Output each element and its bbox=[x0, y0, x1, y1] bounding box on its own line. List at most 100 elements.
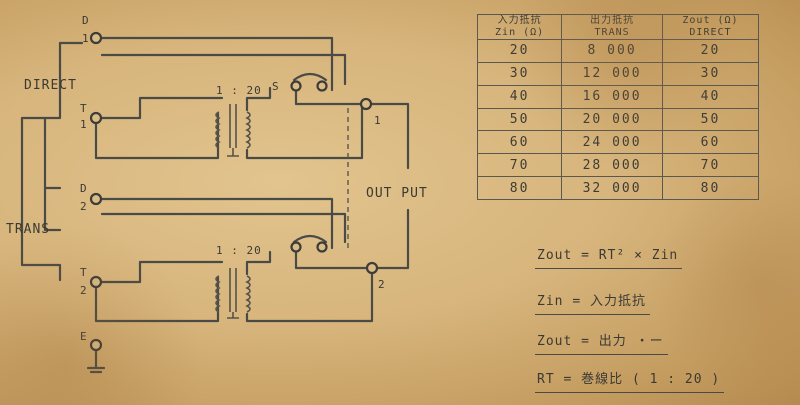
cell-trans: 24 000 bbox=[561, 130, 663, 155]
ch1-core-ground bbox=[227, 148, 239, 157]
cell-direct: 40 bbox=[661, 84, 760, 109]
ch2-d-num: 2 bbox=[80, 200, 88, 213]
ch1-direct-return bbox=[100, 53, 347, 86]
direct-label: DIRECT bbox=[24, 78, 77, 93]
ch1-primary-upper bbox=[94, 96, 224, 120]
formula-3-text: = 出力 ・ー bbox=[581, 334, 664, 349]
formula-2-symbol: Zin bbox=[537, 294, 564, 309]
cell-direct: 50 bbox=[661, 107, 760, 132]
ch2-direct-return bbox=[100, 212, 347, 244]
ch1-out-num: 1 bbox=[374, 114, 382, 127]
ch1-switch-contact-b bbox=[316, 80, 328, 92]
cell-trans: 12 000 bbox=[561, 61, 663, 86]
ch1-d-num: 1 bbox=[82, 32, 90, 45]
ch2-switch-lead bbox=[294, 248, 368, 270]
cell-zin: 70 bbox=[476, 153, 563, 178]
header-input-impedance-unit: Zin (Ω) bbox=[495, 27, 545, 38]
cell-trans: 28 000 bbox=[561, 153, 663, 178]
cell-zin: 20 bbox=[476, 39, 563, 63]
ch1-primary-coil bbox=[215, 111, 221, 149]
cell-direct: 20 bbox=[661, 39, 760, 63]
header-input-impedance-jp: 入力抵抗 bbox=[497, 15, 542, 26]
ch1-primary-lower bbox=[94, 112, 220, 160]
formula-1-symbol: Zout bbox=[537, 248, 573, 263]
formula-2-text: = 入力抵抗 bbox=[572, 294, 646, 309]
formula-2-underline bbox=[535, 314, 650, 315]
table-header-row: 入力抵抗 Zin (Ω) 出力抵抗 TRANS Zout (Ω) DIRECT bbox=[476, 14, 760, 40]
impedance-table: 入力抵抗 Zin (Ω) 出力抵抗 TRANS Zout (Ω) DIRECT … bbox=[476, 14, 760, 200]
ch1-direct-line bbox=[94, 36, 334, 92]
out1-line bbox=[366, 102, 410, 170]
header-output-trans-label: TRANS bbox=[594, 27, 630, 38]
cell-zin: 80 bbox=[476, 176, 563, 200]
trans-bus-lower bbox=[43, 186, 62, 232]
formula-4-symbol: RT bbox=[537, 372, 555, 387]
ch2-switch-contact-a bbox=[290, 241, 302, 253]
formula-3-underline bbox=[535, 354, 668, 355]
direct-bus bbox=[20, 41, 84, 282]
cell-zin: 30 bbox=[476, 61, 563, 86]
header-output-trans-jp: 出力抵抗 bbox=[590, 15, 635, 26]
earth-symbol bbox=[86, 348, 106, 374]
ch2-primary-coil bbox=[215, 275, 221, 313]
terminal-t2 bbox=[89, 275, 103, 289]
header-input-impedance: 入力抵抗 Zin (Ω) bbox=[476, 14, 563, 40]
header-output-direct: Zout (Ω) DIRECT bbox=[661, 14, 760, 40]
ch1-switch-lead bbox=[294, 90, 364, 106]
formula-1-text: = RT² × Zin bbox=[581, 248, 679, 263]
formula-1: Zout = RT² × Zin bbox=[535, 248, 683, 269]
cell-direct: 70 bbox=[661, 153, 760, 178]
ch2-t-letter: T bbox=[80, 266, 88, 279]
header-output-direct-unit: Zout (Ω) bbox=[682, 15, 739, 26]
ch2-t-num: 2 bbox=[80, 284, 88, 297]
terminal-d2 bbox=[89, 192, 103, 206]
formula-4: RT = 巻線比 ( 1 : 20 ) bbox=[535, 368, 725, 393]
ch2-core bbox=[229, 268, 237, 312]
cell-zin: 50 bbox=[476, 107, 563, 132]
ch1-sec-top bbox=[245, 86, 272, 112]
cell-trans: 20 000 bbox=[561, 107, 663, 132]
ch2-switch-contact-b bbox=[316, 241, 328, 253]
cell-trans: 16 000 bbox=[561, 84, 663, 109]
ch2-d-letter: D bbox=[80, 182, 88, 195]
ch1-switch-arm bbox=[292, 72, 328, 82]
ch2-primary-lower bbox=[94, 276, 220, 323]
ch2-sec-top bbox=[245, 250, 272, 276]
cell-trans: 8 000 bbox=[561, 39, 663, 63]
trans-label: TRANS bbox=[6, 222, 51, 237]
terminal-t1 bbox=[89, 111, 103, 125]
ch1-switch-contact-a bbox=[290, 80, 302, 92]
cell-trans: 32 000 bbox=[561, 176, 663, 200]
formula-1-underline bbox=[535, 268, 683, 269]
cell-zin: 60 bbox=[476, 130, 563, 155]
ch2-core-ground bbox=[227, 312, 239, 319]
formula-3: Zout = 出力 ・ー bbox=[535, 330, 668, 355]
ch1-secondary-coil bbox=[245, 111, 251, 149]
ch2-direct-line bbox=[94, 197, 334, 250]
ch2-secondary-coil bbox=[245, 275, 251, 313]
formula-4-underline bbox=[535, 392, 725, 393]
ch2-ratio: 1 : 20 bbox=[216, 244, 262, 257]
header-output-trans: 出力抵抗 TRANS bbox=[561, 14, 663, 40]
terminal-out1 bbox=[359, 97, 373, 111]
output-label: OUT PUT bbox=[366, 186, 428, 201]
ch2-sec-bottom bbox=[245, 270, 374, 323]
header-output-direct-label: DIRECT bbox=[689, 27, 732, 38]
ch2-primary-upper bbox=[94, 260, 224, 284]
cell-zin: 40 bbox=[476, 84, 563, 109]
out2-line bbox=[376, 208, 410, 270]
earth-letter: E bbox=[80, 330, 88, 343]
ch1-t-letter: T bbox=[80, 102, 88, 115]
cell-direct: 80 bbox=[661, 176, 760, 200]
ch1-sec-bottom bbox=[245, 106, 364, 160]
terminal-d1 bbox=[89, 31, 103, 45]
